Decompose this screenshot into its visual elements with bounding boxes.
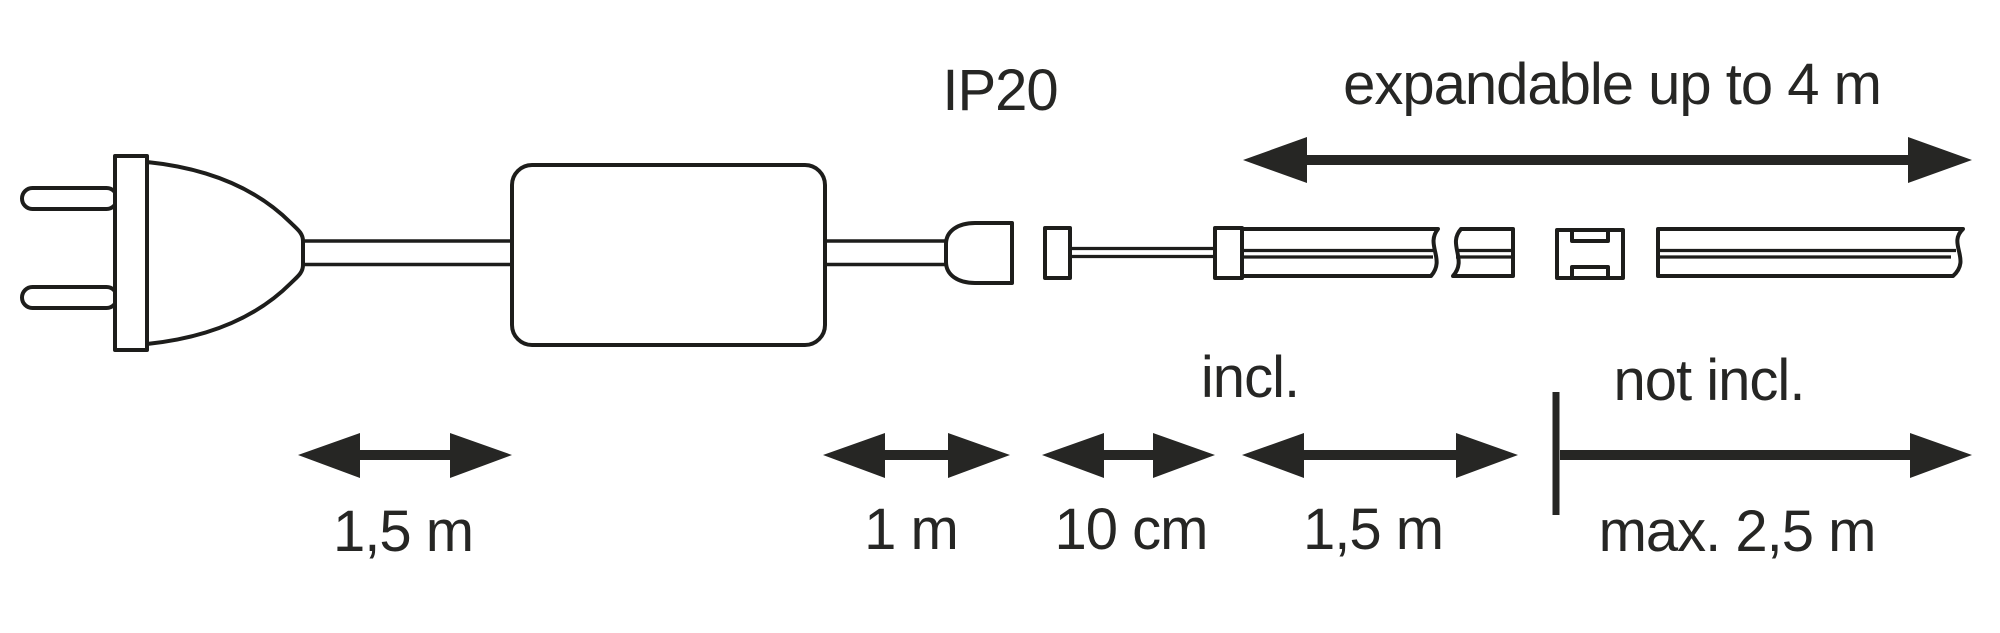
pigtail-cable	[1070, 246, 1215, 259]
plug-face-plate	[113, 154, 149, 352]
driver-cable	[825, 239, 947, 267]
arrowhead-right	[1910, 433, 1972, 478]
pigtail-end-left	[1043, 226, 1072, 280]
connector-cable-length-label: 10 cm	[1055, 497, 1208, 562]
plug-body	[145, 160, 305, 346]
strip-plug-connector	[944, 221, 1014, 285]
led-strip-profile-lines	[1242, 248, 1435, 259]
measure-arrow-included-strip	[1242, 433, 1518, 478]
not-included-label: not incl.	[1614, 348, 1805, 413]
clip-connector-notch-top	[1570, 228, 1610, 243]
driver-cable-length-label: 1 m	[864, 497, 958, 562]
arrowhead-left	[823, 433, 885, 478]
expandable-double-arrow-icon	[1243, 137, 1972, 183]
led-strip-extension	[1656, 227, 1965, 278]
led-strip-segment	[1451, 227, 1515, 278]
arrowhead-left	[298, 433, 360, 478]
led-strip-profile-lines	[1658, 248, 1956, 259]
arrowhead-right	[1908, 137, 1972, 183]
power-plug	[20, 154, 305, 352]
clip-connector	[1555, 228, 1625, 280]
arrowhead-right	[1153, 433, 1215, 478]
measure-arrow-plug-cable	[298, 433, 512, 478]
included-strip-length-label: 1,5 m	[1303, 497, 1443, 562]
measure-arrow-connector-cable	[1042, 433, 1215, 478]
pigtail-end-right	[1213, 226, 1244, 280]
included-label: incl.	[1201, 345, 1299, 410]
arrowhead-right	[450, 433, 512, 478]
arrowhead-right	[1456, 433, 1518, 478]
led-strip-included	[1240, 227, 1515, 278]
plug-cable-length-label: 1,5 m	[333, 499, 473, 564]
expandable-label: expandable up to 4 m	[1343, 52, 1881, 117]
arrowhead-right	[948, 433, 1010, 478]
clip-connector-notch-bottom	[1570, 265, 1610, 280]
led-strip-segment	[1656, 227, 1965, 278]
plug-pin-top	[20, 186, 119, 211]
measure-arrow-driver-cable	[823, 433, 1010, 478]
led-strip-profile-lines	[1456, 248, 1513, 259]
ip-rating-label: IP20	[942, 58, 1057, 123]
extension-max-length-label: max. 2,5 m	[1599, 499, 1876, 564]
arrowhead-left	[1042, 433, 1104, 478]
power-cable	[303, 239, 514, 267]
pigtail-connector	[1043, 226, 1244, 280]
measure-arrow-extension	[1552, 392, 1972, 515]
arrowhead-left	[1243, 137, 1307, 183]
plug-pin-bottom	[20, 285, 119, 310]
led-strip-segment	[1240, 227, 1440, 278]
driver-box	[510, 163, 827, 347]
arrowhead-left	[1242, 433, 1304, 478]
